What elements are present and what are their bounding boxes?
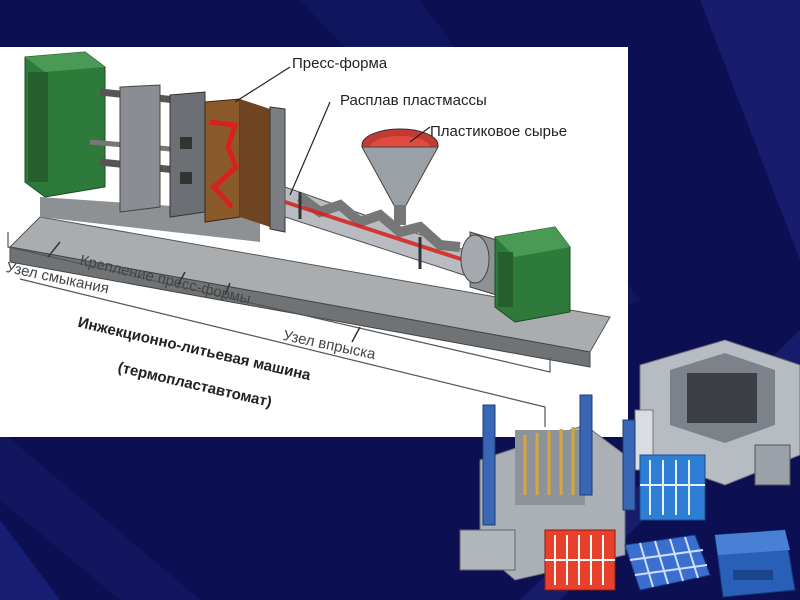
hopper — [361, 128, 439, 225]
red-crate-image — [544, 529, 616, 591]
label-press-form: Пресс-форма — [292, 55, 388, 72]
molds-photo-collage — [459, 339, 800, 598]
injection-machine-drawing — [7, 51, 611, 427]
label-melt: Расплав пластмассы — [340, 92, 487, 109]
machine-diagram-panel: Пресс-форма Расплав пластмассы Пластиков… — [0, 47, 628, 437]
label-raw: Пластиковое сырье — [430, 123, 568, 140]
injection-motor-block — [494, 226, 571, 323]
blue-crate-top-image — [639, 454, 706, 521]
crate-mold-image — [634, 339, 800, 486]
blue-bottle-crate-image — [714, 529, 796, 598]
press-form-mold — [180, 98, 270, 227]
clamp-motor-block — [24, 51, 106, 198]
injection-barrel — [284, 186, 471, 278]
blue-grid-crate-image — [624, 534, 711, 591]
